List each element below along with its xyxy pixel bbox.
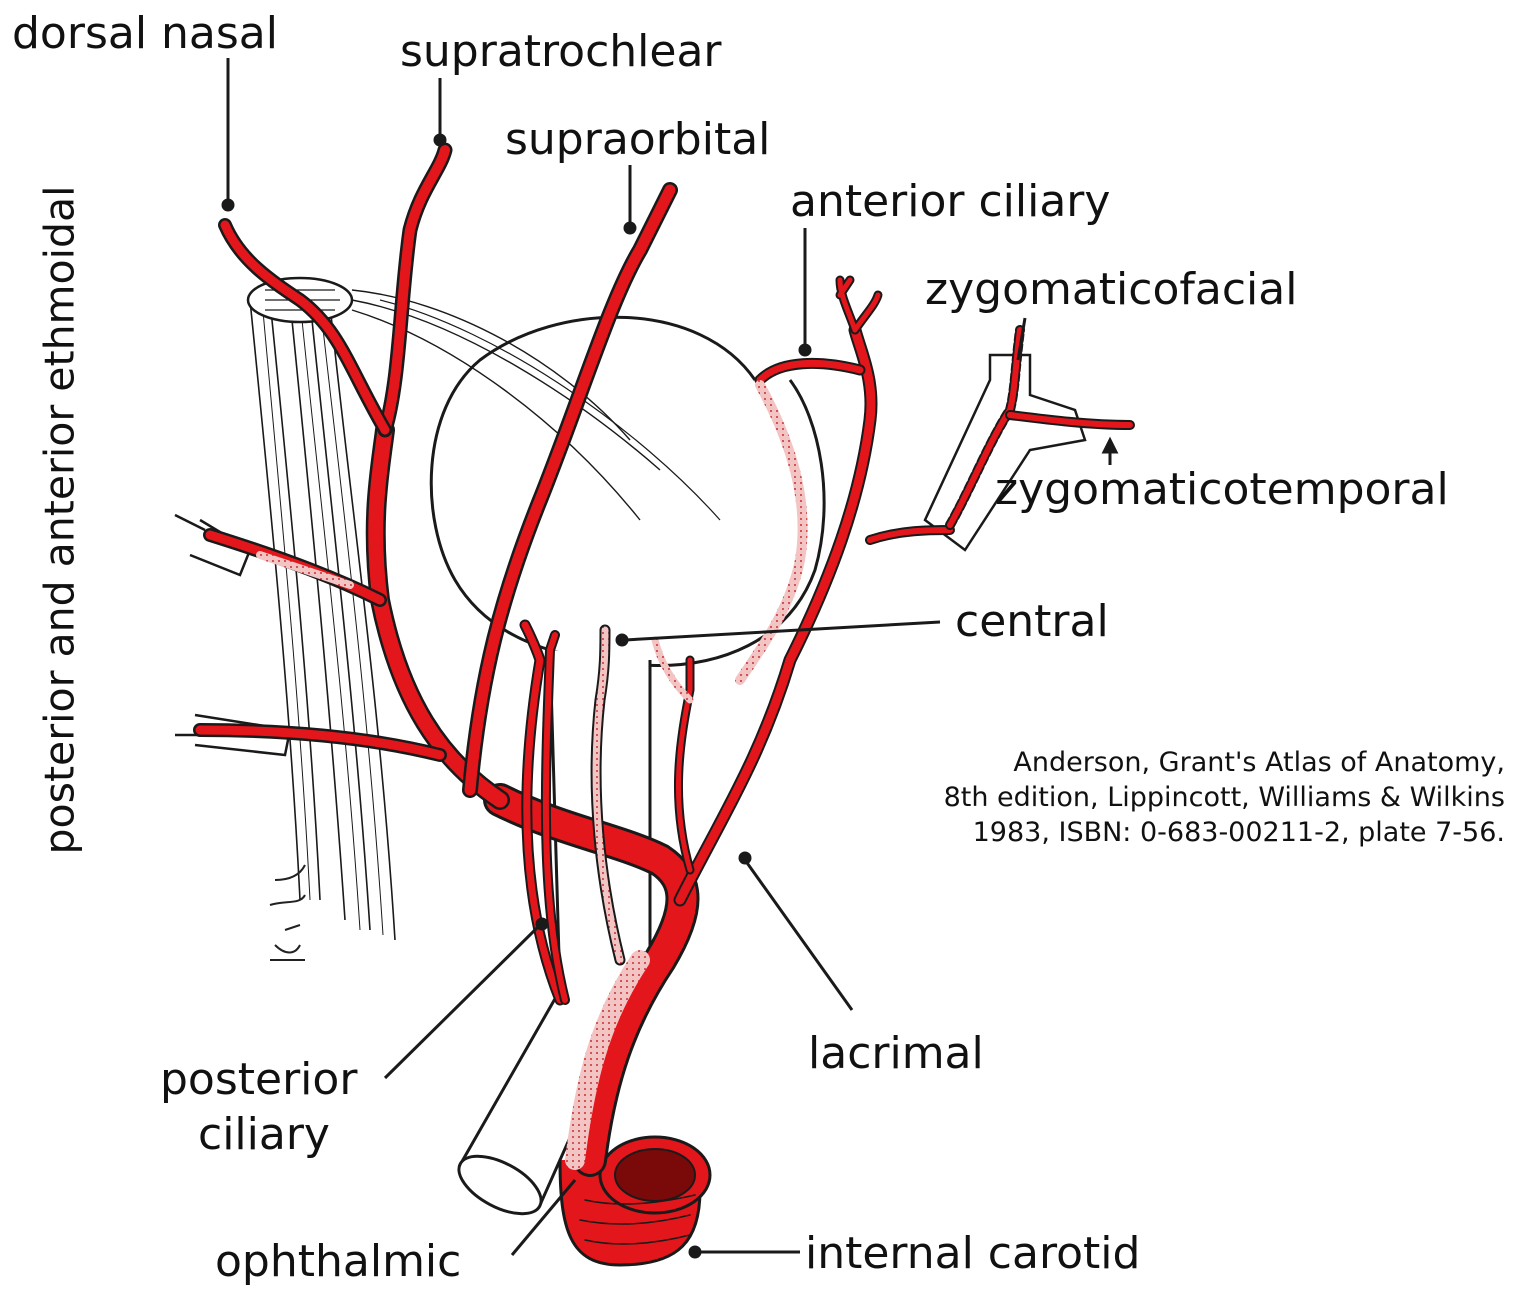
label-supratrochlear: supratrochlear — [400, 30, 722, 74]
citation-line-2: 8th edition, Lippincott, Williams & Wilk… — [944, 780, 1505, 815]
label-zygomaticofacial: zygomaticofacial — [925, 268, 1297, 312]
label-posterior-ciliary-line1: posterior — [160, 1058, 357, 1102]
label-supraorbital: supraorbital — [505, 118, 770, 162]
label-dorsal-nasal: dorsal nasal — [12, 12, 278, 56]
label-ophthalmic: ophthalmic — [215, 1240, 461, 1284]
label-posterior-ciliary-line2: ciliary — [198, 1113, 330, 1157]
label-posterior-anterior-ethmoidal: posterior and anterior ethmoidal — [40, 185, 81, 854]
citation-line-3: 1983, ISBN: 0-683-00211-2, plate 7-56. — [944, 815, 1505, 850]
label-lacrimal: lacrimal — [808, 1032, 984, 1076]
artist-signature — [270, 865, 305, 960]
label-internal-carotid: internal carotid — [805, 1232, 1140, 1276]
label-zygomaticotemporal: zygomaticotemporal — [995, 468, 1449, 512]
label-central: central — [955, 600, 1109, 644]
citation-block: Anderson, Grant's Atlas of Anatomy, 8th … — [944, 745, 1505, 850]
label-anterior-ciliary: anterior ciliary — [790, 180, 1110, 224]
citation-line-1: Anderson, Grant's Atlas of Anatomy, — [944, 745, 1505, 780]
